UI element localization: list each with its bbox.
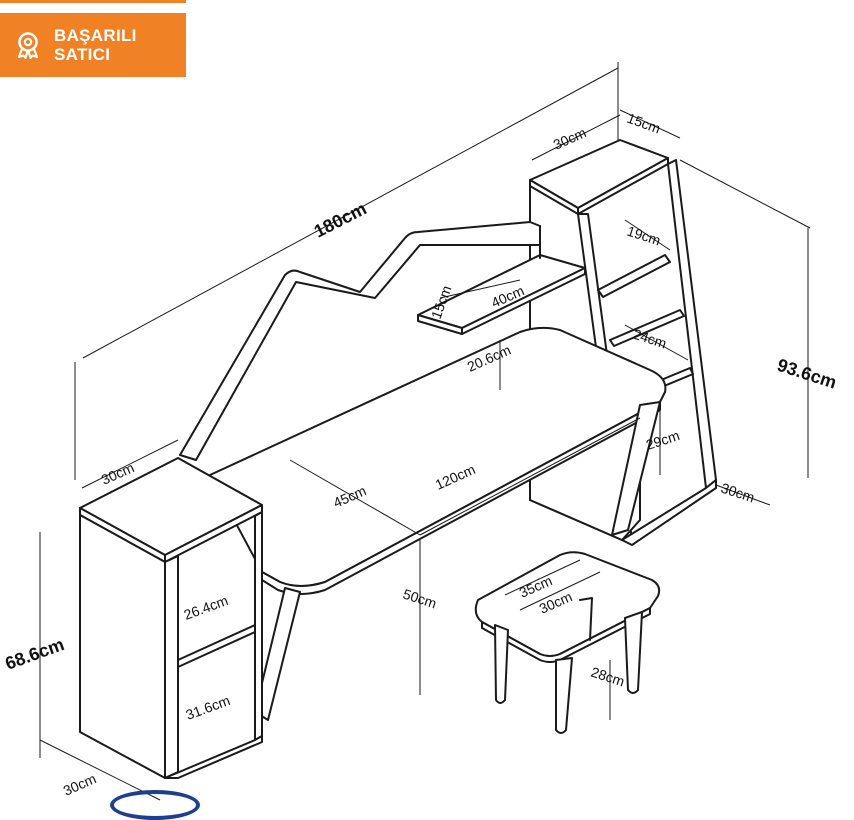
label-overall-width: 180cm — [311, 198, 370, 241]
award-ribbon-icon — [8, 25, 48, 65]
label-cabinet-height: 68.6cm — [3, 634, 67, 674]
monitor-shelf — [417, 225, 586, 335]
label-stool-height: 28cm — [589, 664, 627, 690]
badge-label: BAŞARILI SATICI — [54, 26, 137, 64]
label-cabinet-depth: 30cm — [61, 770, 99, 799]
successful-seller-badge: BAŞARILI SATICI — [0, 13, 186, 77]
dimension-lines — [39, 62, 811, 801]
label-tower-height: 93.6cm — [775, 355, 839, 393]
badge-line-2: SATICI — [54, 45, 111, 64]
left-cabinet — [79, 457, 263, 779]
badge-top-strip — [0, 0, 186, 3]
bottom-seal-edge — [110, 790, 200, 820]
desk-technical-drawing: 180cm 30cm 15cm 19cm 24cm 29cm 93.6cm 30… — [3, 62, 839, 801]
stool — [474, 551, 661, 734]
badge-line-1: BAŞARILI — [54, 26, 137, 45]
label-shelf-gap-1: 19cm — [625, 223, 663, 249]
label-cabinet-lower-shelf: 31.6cm — [184, 692, 233, 723]
label-cabinet-upper-shelf: 26.4cm — [182, 592, 231, 623]
label-shelf-top-depth: 30cm — [551, 124, 589, 153]
label-shelf-gap-2: 24cm — [631, 326, 669, 352]
label-shelf-top-width: 15cm — [625, 110, 663, 137]
desk-top — [209, 326, 667, 721]
label-tower-depth: 30cm — [719, 480, 757, 506]
